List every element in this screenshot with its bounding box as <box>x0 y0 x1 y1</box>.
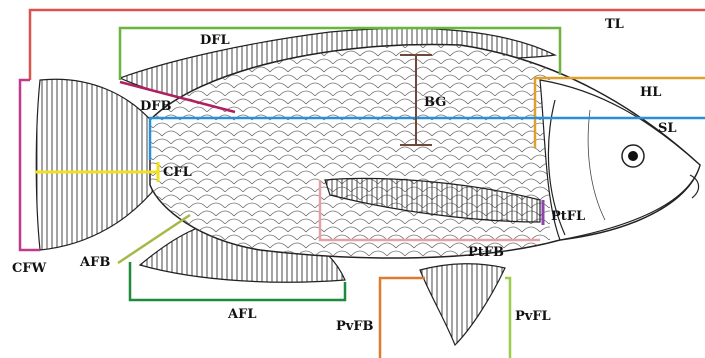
label-hl: HL <box>640 85 661 100</box>
label-bg: BG <box>424 95 446 110</box>
label-cfw: CFW <box>12 261 47 276</box>
label-dfb: DFB <box>140 99 172 114</box>
label-pvfl: PvFL <box>515 309 551 324</box>
label-tl: TL <box>605 17 624 32</box>
pvfb-measure-line <box>380 278 425 358</box>
pvfl-measure-line <box>505 278 510 358</box>
label-ptfl: PtFL <box>551 209 585 224</box>
label-dfl: DFL <box>200 33 230 48</box>
fish-illustration <box>36 28 700 345</box>
label-cfl: CFL <box>163 165 192 180</box>
label-pvfb: PvFB <box>336 319 374 334</box>
label-ptfb: PtFB <box>468 245 504 260</box>
label-sl: SL <box>658 121 677 136</box>
pelvic-fin <box>420 264 505 345</box>
label-afl: AFL <box>227 307 256 322</box>
label-afb: AFB <box>79 255 110 270</box>
